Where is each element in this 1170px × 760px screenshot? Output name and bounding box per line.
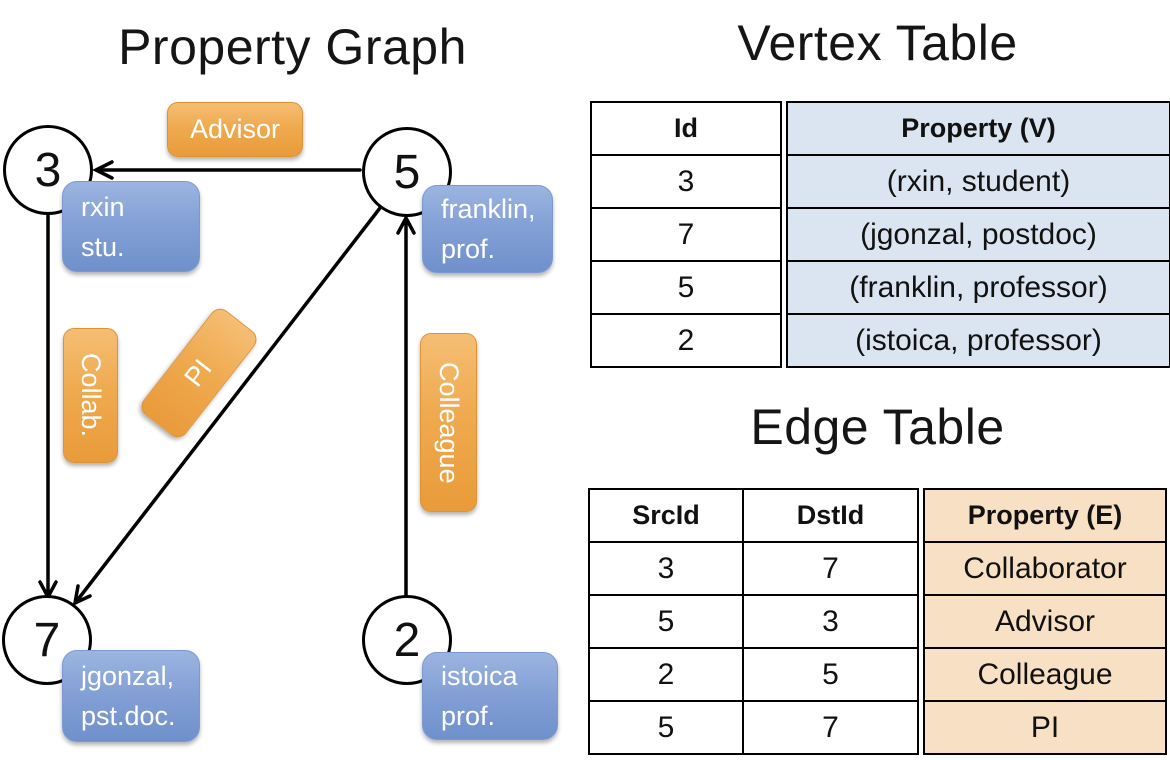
- vertex-label-istoica-line2: prof.: [441, 701, 496, 731]
- edge-label-advisor-text: Advisor: [189, 114, 281, 144]
- edge-table-property-cell: Advisor: [925, 594, 1165, 647]
- edge-table-srcid-header: SrcId: [590, 490, 744, 541]
- vertex-label-istoica-line1: istoica: [441, 661, 518, 691]
- edge-table-dstid-cell: 3: [822, 604, 839, 638]
- vertex-label-franklin-line1: franklin,: [441, 194, 536, 224]
- vertex-table-property-header: Property (V): [901, 113, 1056, 143]
- edge-2-to-5-arrowhead: [396, 214, 416, 235]
- vertex-table: Id 3 7 5 2 Property (V) (rxin, student) …: [590, 101, 1170, 368]
- edge-label-pi-text: PI: [178, 353, 219, 392]
- edge-table-dstid-cell: 5: [822, 657, 839, 691]
- vertex-label-rxin: rxin stu.: [62, 181, 200, 272]
- edge-table-property-cell: Collaborator: [925, 541, 1165, 594]
- vertex-table-property-column: Property (V) (rxin, student) (jgonzal, p…: [786, 101, 1170, 368]
- vertex-table-id-cell: 3: [592, 154, 780, 207]
- vertex-node-2: 2: [362, 595, 452, 685]
- edge-table: SrcId DstId 3 7 5 3 2 5 5 7 Property (E)…: [588, 488, 1167, 755]
- vertex-label-franklin-line2: prof.: [441, 234, 496, 264]
- vertex-node-2-id: 2: [393, 613, 421, 667]
- vertex-table-property-cell: (istoica, professor): [788, 313, 1169, 366]
- edge-table-property-column: Property (E) Collaborator Advisor Collea…: [923, 488, 1167, 755]
- edge-table-dstid-header: DstId: [796, 500, 865, 530]
- edge-table-dstid-cell: 7: [822, 710, 839, 744]
- edge-table-srcid-cell: 2: [590, 649, 744, 700]
- edge-table-row: 2 5: [590, 647, 917, 700]
- vertex-table-id-column: Id 3 7 5 2: [590, 101, 782, 368]
- vertex-table-title: Vertex Table: [737, 15, 1018, 71]
- graph-edges-layer: [38, 160, 416, 607]
- vertex-label-jgonzal: jgonzal, pst.doc.: [62, 650, 200, 742]
- edge-table-header-row: SrcId DstId: [590, 490, 917, 541]
- vertex-label-istoica: istoica prof.: [422, 652, 558, 740]
- vertex-label-rxin-line2: stu.: [81, 231, 125, 262]
- edge-5-to-7-line: [74, 206, 382, 604]
- edge-table-row: 3 7: [590, 541, 917, 594]
- vertex-table-id-cell: 2: [592, 313, 780, 366]
- edge-label-collab-text: Collab.: [76, 353, 106, 438]
- property-graph-title: Property Graph: [118, 19, 467, 75]
- edge-label-colleague: Colleague: [420, 333, 477, 512]
- vertex-table-property-cell: (franklin, professor): [788, 260, 1169, 313]
- vertex-node-7-id: 7: [33, 613, 61, 667]
- vertex-label-jgonzal-line1: jgonzal,: [81, 661, 175, 691]
- edge-label-collab: Collab.: [63, 328, 118, 463]
- edge-table-property-cell: PI: [925, 700, 1165, 753]
- edge-label-advisor: Advisor: [167, 102, 303, 157]
- vertex-table-property-cell: (jgonzal, postdoc): [788, 207, 1169, 260]
- vertex-node-5-id: 5: [393, 145, 421, 199]
- edge-table-srcid-cell: 5: [590, 596, 744, 647]
- edge-table-property-cell: Colleague: [925, 647, 1165, 700]
- edge-table-row: 5 3: [590, 594, 917, 647]
- vertex-table-property-cell: (rxin, student): [788, 154, 1169, 207]
- edge-table-id-columns: SrcId DstId 3 7 5 3 2 5 5 7: [588, 488, 919, 755]
- edge-table-dstid-cell: 7: [822, 551, 839, 585]
- edge-table-srcid-cell: 5: [590, 702, 744, 753]
- vertex-label-jgonzal-line2: pst.doc.: [81, 701, 176, 731]
- vertex-node-3-id: 3: [34, 143, 62, 197]
- edge-label-colleague-text: Colleague: [434, 361, 464, 484]
- edge-table-row: 5 7: [590, 700, 917, 753]
- edge-table-title: Edge Table: [750, 399, 1005, 455]
- vertex-table-id-cell: 7: [592, 207, 780, 260]
- edge-5-to-3-arrowhead: [92, 160, 114, 180]
- vertex-label-rxin-line1: rxin: [81, 191, 125, 222]
- edge-5-to-7-arrowhead: [72, 584, 92, 607]
- vertex-table-id-cell: 5: [592, 260, 780, 313]
- edge-table-srcid-cell: 3: [590, 543, 744, 594]
- vertex-label-franklin: franklin, prof.: [422, 185, 553, 273]
- edge-table-property-header: Property (E): [967, 500, 1123, 530]
- vertex-table-id-header: Id: [674, 113, 698, 143]
